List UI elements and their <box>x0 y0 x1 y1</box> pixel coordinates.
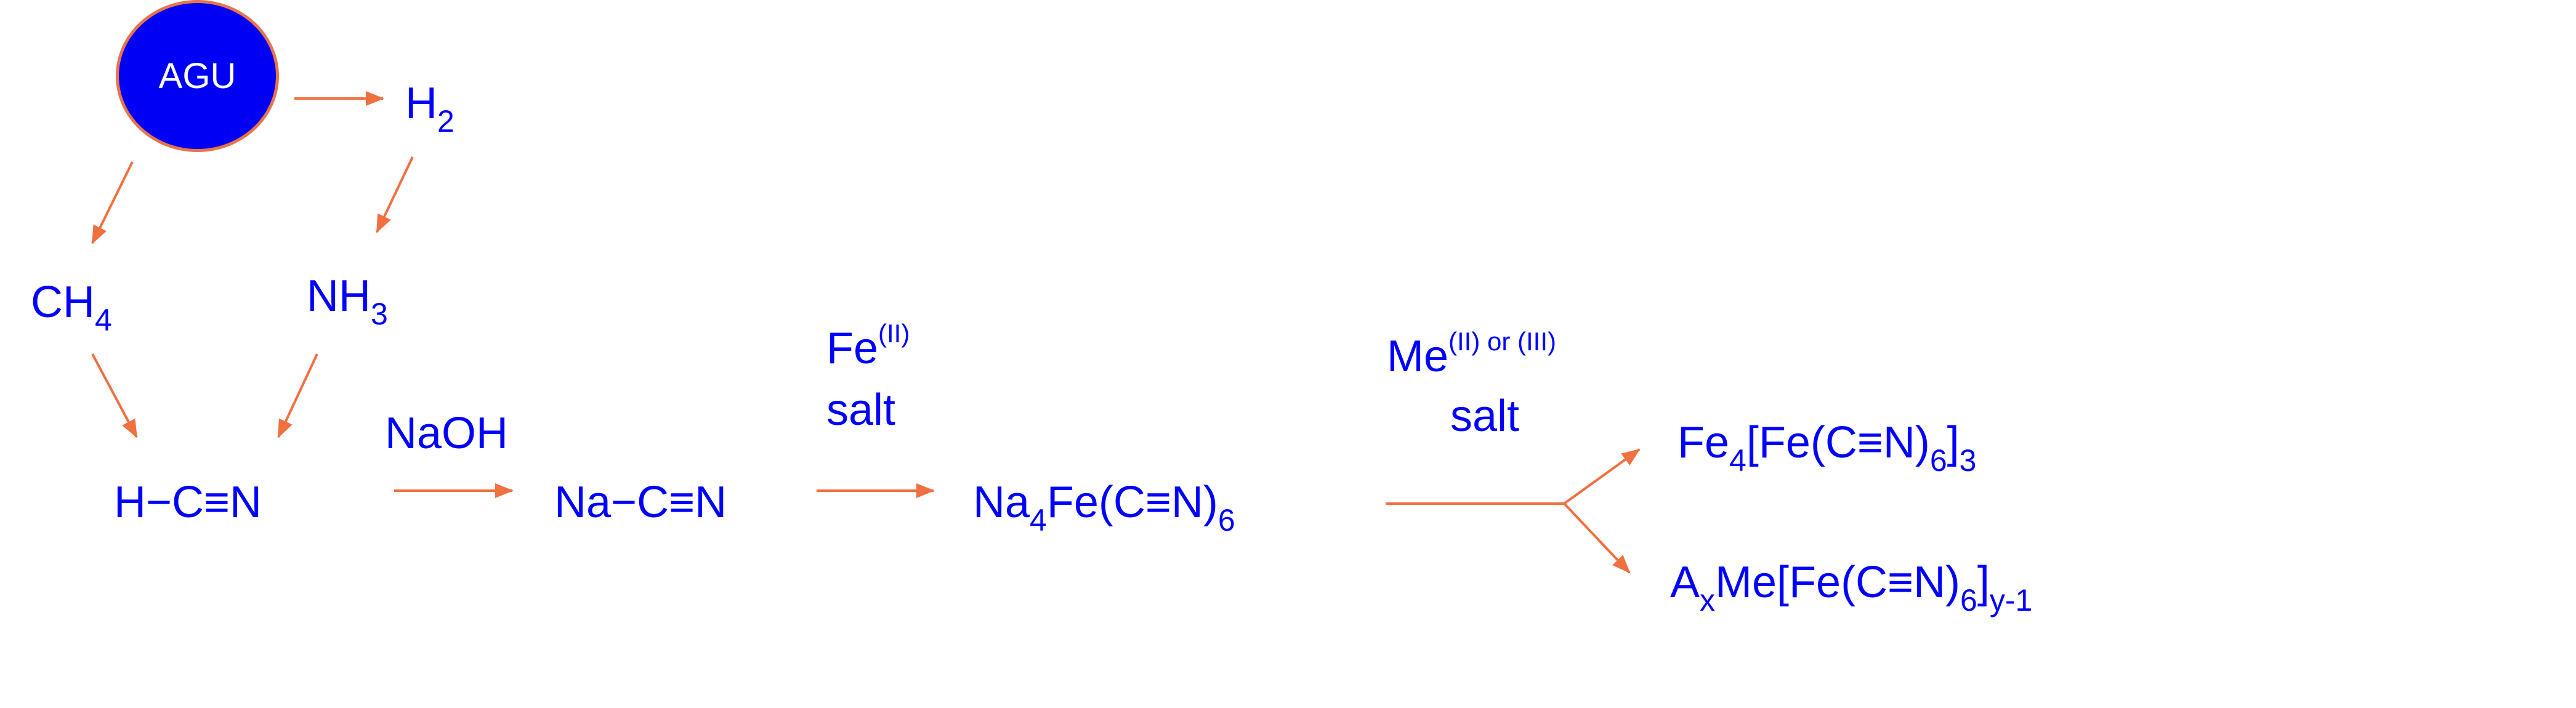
analogue-label: AxMe[Fe(C≡N)6]y-1 <box>1670 558 2033 617</box>
fe-salt-line2: salt <box>826 385 896 435</box>
naoh-reagent: NaOH <box>385 409 509 458</box>
agu-label: AGU <box>158 56 236 96</box>
prussian-blue-label: Fe4[Fe(C≡N)6]3 <box>1678 418 1977 478</box>
ch4-label: CH4 <box>31 278 112 337</box>
arrow-ch4-to-hcn <box>91 353 138 438</box>
agu-node: AGU <box>116 0 279 152</box>
nh3-label: NH3 <box>307 272 388 331</box>
me-salt-reagent: Me(II) or (III) <box>1387 327 1557 381</box>
me-salt-line2: salt <box>1450 392 1520 441</box>
arrow-to-analogue <box>1563 502 1631 574</box>
nacn-label: Na−C≡N <box>554 478 727 527</box>
h2-label: H2 <box>405 79 454 139</box>
ferrocyanide-label: Na4Fe(C≡N)6 <box>973 478 1235 537</box>
fe-salt-reagent: Fe(II) <box>826 319 910 373</box>
arrow-nh3-to-hcn <box>277 353 318 438</box>
hcn-label: H−C≡N <box>114 478 262 527</box>
arrow-to-prussian-blue <box>1563 448 1641 505</box>
arrow-agu-to-ch4 <box>91 161 134 244</box>
arrow-h2-to-nh3 <box>376 156 414 233</box>
